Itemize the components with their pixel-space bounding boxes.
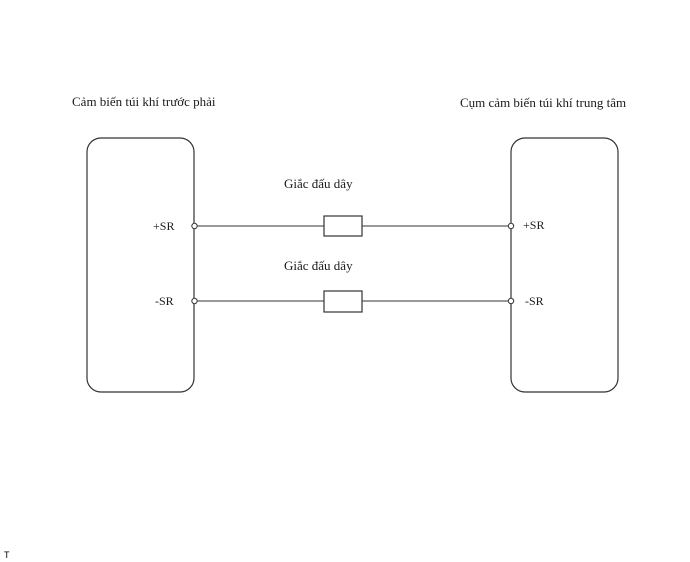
right-bottom-terminal [507, 297, 515, 305]
left-pin-bottom-label: -SR [155, 294, 174, 308]
left-component-label: Cảm biến túi khí trước phải [72, 94, 216, 109]
corner-mark: T [4, 550, 10, 560]
right-top-terminal [507, 222, 515, 230]
right-pin-top-label: +SR [523, 218, 544, 232]
connector-top-label: Giắc đấu dây [284, 176, 353, 191]
right-component-label: Cụm cảm biến túi khí trung tâm [460, 95, 626, 110]
right-component-box [510, 137, 619, 393]
left-bottom-terminal [191, 297, 198, 305]
right-pin-bottom-label: -SR [525, 294, 544, 308]
connector-bottom-box [323, 290, 363, 313]
connector-top-box [323, 215, 363, 237]
left-component-box [86, 137, 195, 393]
left-pin-top-label: +SR [153, 219, 174, 233]
connector-bottom-label: Giắc đấu dây [284, 258, 353, 273]
left-top-terminal [191, 222, 198, 230]
